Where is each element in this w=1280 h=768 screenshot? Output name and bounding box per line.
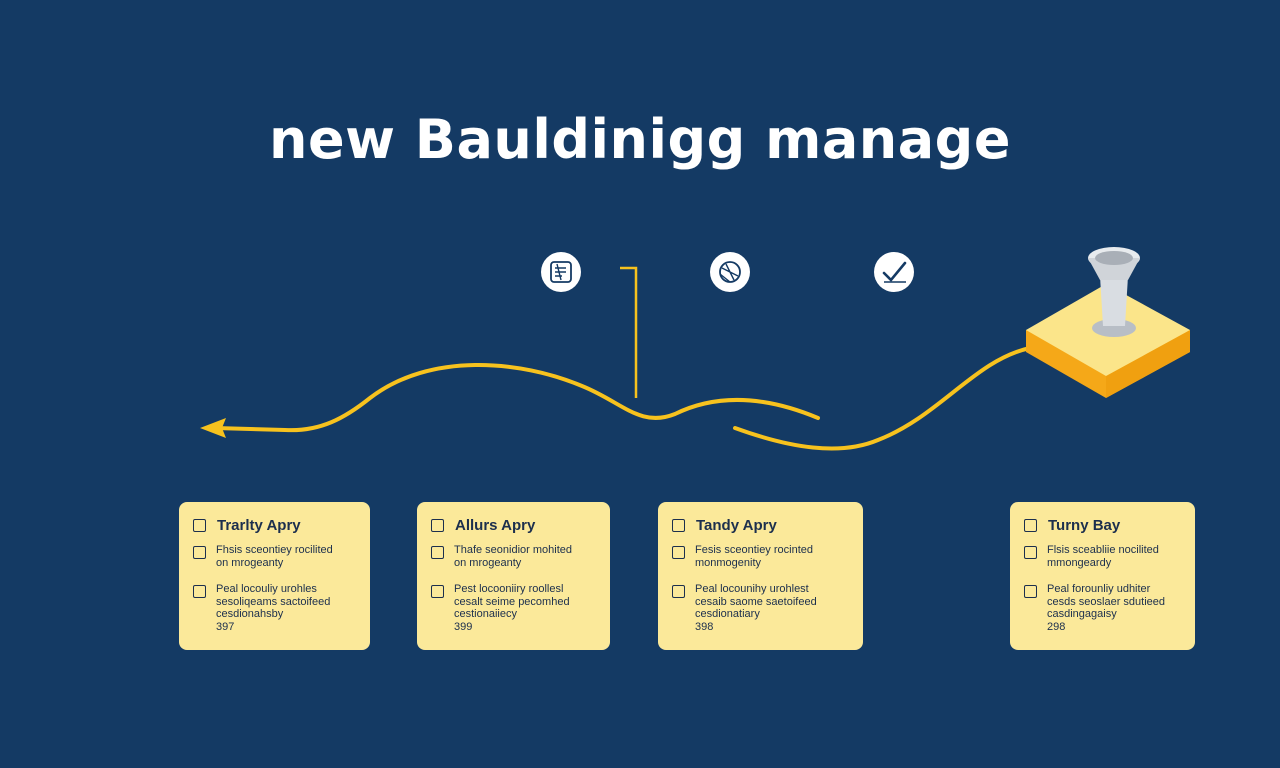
item-checkbox[interactable]: [1024, 585, 1037, 598]
arrow-head-icon: [200, 418, 226, 438]
card-title: Tandy Apry: [696, 516, 777, 534]
card-checkbox[interactable]: [193, 518, 206, 532]
card-title: Trarlty Apry: [217, 516, 301, 534]
item-text: Fesis sceontiey rocinted monmogenity: [695, 544, 813, 569]
item-checkbox[interactable]: [431, 546, 444, 559]
isometric-block-icon: [1026, 247, 1190, 398]
globe-icon: [710, 252, 750, 292]
item-checkbox[interactable]: [193, 585, 206, 598]
item-text: Fhsis sceontiey rocilited on mrogeanty: [216, 544, 333, 569]
flow-path: [213, 363, 820, 433]
item-checkbox[interactable]: [1024, 546, 1037, 559]
item-checkbox[interactable]: [431, 585, 444, 598]
task-card: Turny Bay Flsis sceabliie nocilited mmon…: [1010, 502, 1195, 650]
item-text: Pest locooniiry roollesl cesalt seime pe…: [454, 583, 570, 633]
connector-line: [620, 266, 638, 398]
card-checkbox[interactable]: [1024, 518, 1037, 532]
card-checkbox[interactable]: [431, 518, 444, 532]
checkmark-icon: [874, 252, 914, 292]
card-title: Allurs Apry: [455, 516, 536, 534]
card-title: Turny Bay: [1048, 516, 1121, 534]
item-text: Peal locounihy urohlest cesaib saome sae…: [695, 583, 817, 633]
card-checkbox[interactable]: [672, 518, 685, 532]
item-text: Flsis sceabliie nocilited mmongeardy: [1047, 544, 1159, 569]
task-card: Trarlty Apry Fhsis sceontiey rocilited o…: [179, 502, 370, 650]
item-checkbox[interactable]: [672, 585, 685, 598]
item-text: Thafe seonidior mohited on mrogeanty: [454, 544, 573, 569]
task-card: Allurs Apry Thafe seonidior mohited on m…: [417, 502, 610, 650]
item-text: Peal locouliy urohles sesoliqeams sactoi…: [216, 583, 331, 633]
flow-path-right: [733, 346, 1032, 451]
page-title: new Bauldinigg manage: [269, 108, 1011, 171]
item-checkbox[interactable]: [672, 546, 685, 559]
item-checkbox[interactable]: [193, 546, 206, 559]
item-text: Peal forounliy udhiter cesds seoslaer sd…: [1047, 583, 1166, 633]
task-card: Tandy Apry Fesis sceontiey rocinted monm…: [658, 502, 863, 650]
document-icon: [541, 252, 581, 292]
